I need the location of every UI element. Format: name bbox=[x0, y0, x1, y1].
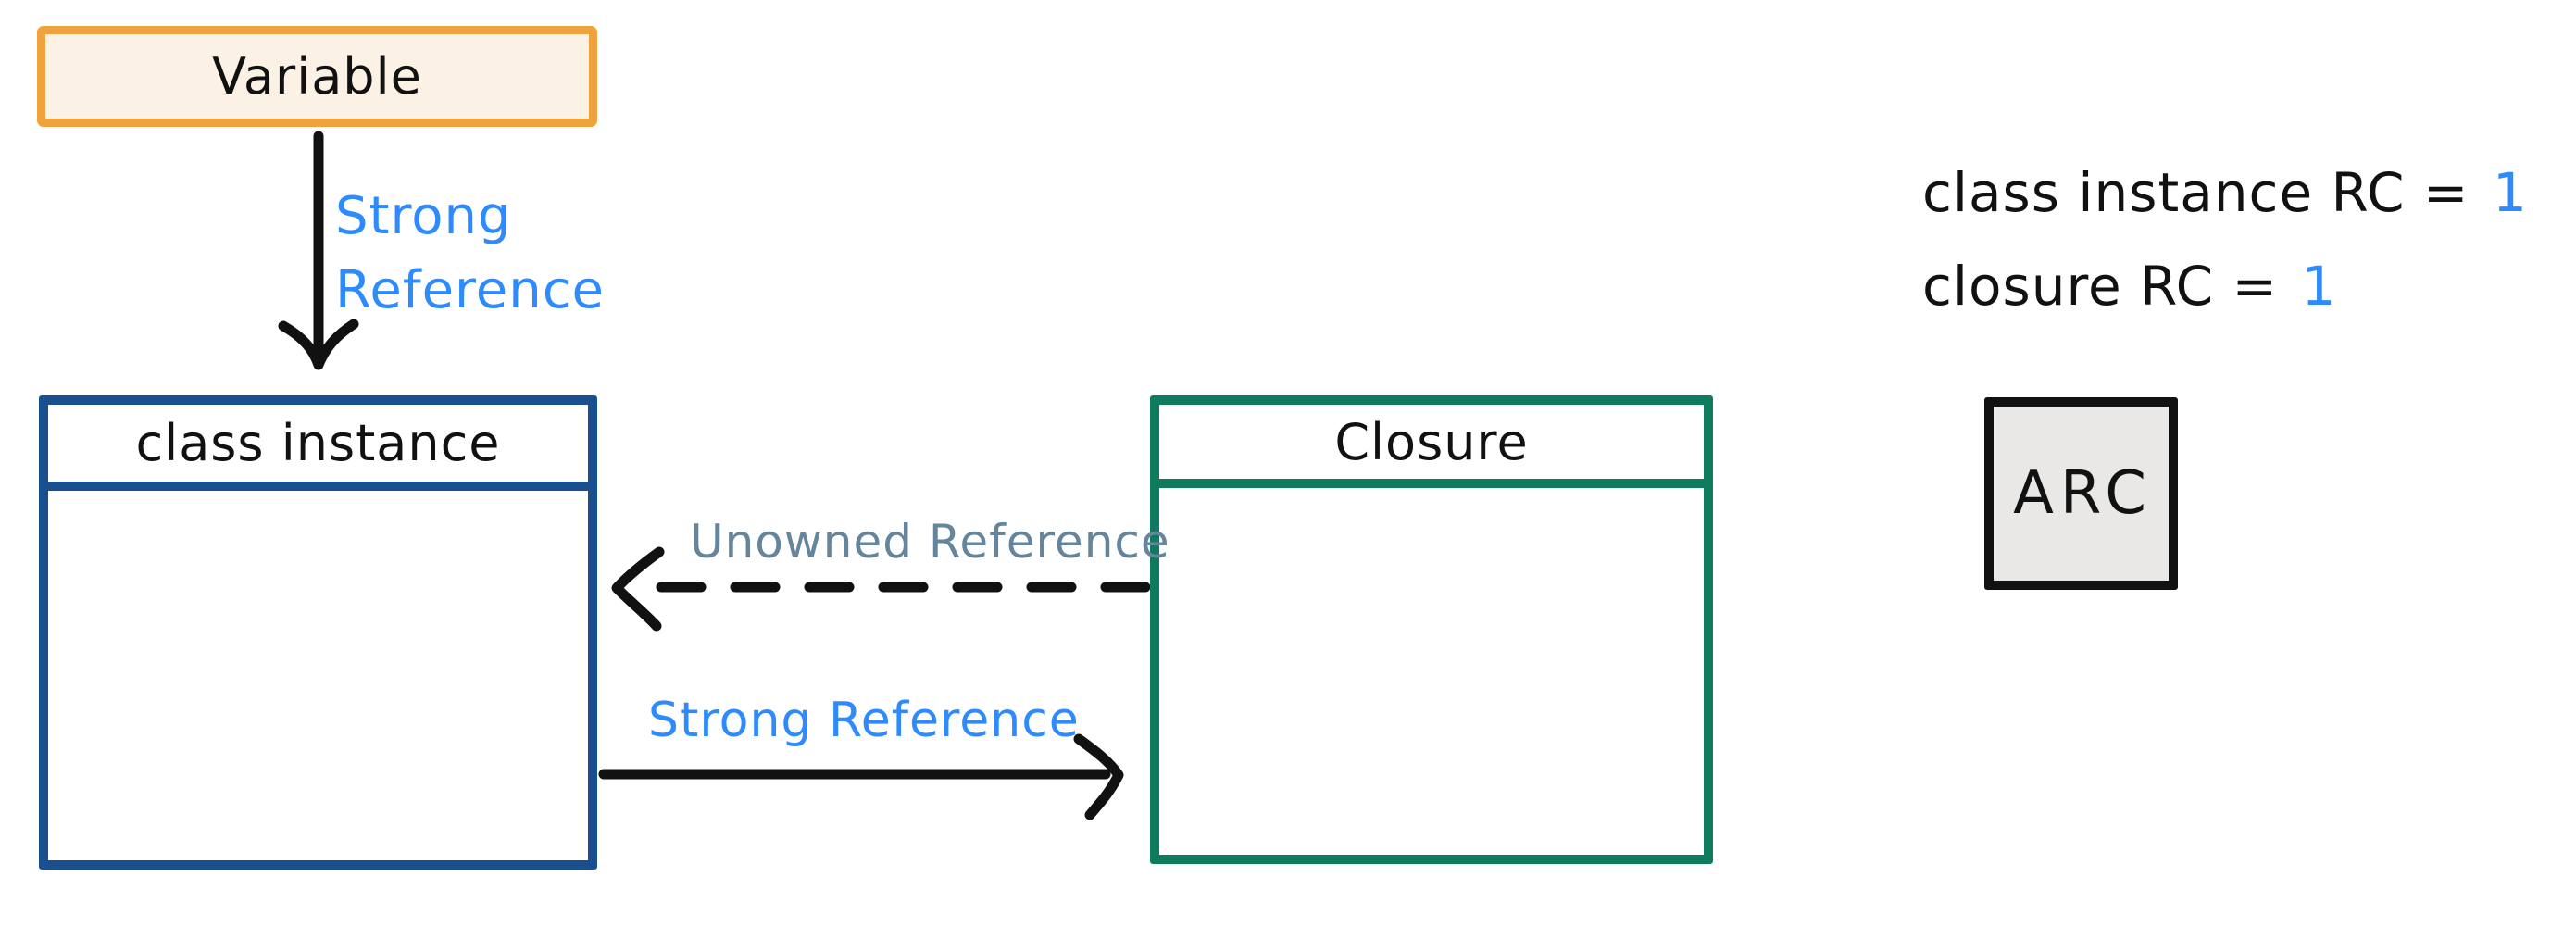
rc-class-instance-value: 1 bbox=[2492, 161, 2528, 224]
strong-reference-vertical-label-line2: Reference bbox=[335, 260, 605, 320]
strong-reference-vertical-label-line1: Strong bbox=[335, 186, 512, 246]
unowned-reference-label: Unowned Reference bbox=[690, 515, 1170, 569]
variable-box: Variable bbox=[37, 26, 597, 127]
closure-box: Closure bbox=[1150, 395, 1713, 864]
arc-label: ARC bbox=[2013, 459, 2153, 528]
arc-box: ARC bbox=[1984, 397, 2178, 590]
class-instance-label: class instance bbox=[135, 414, 501, 472]
strong-reference-arrow-horizontal bbox=[598, 733, 1124, 820]
rc-annotation: class instance RC = 1 closure RC = 1 bbox=[1922, 146, 2528, 333]
closure-label: Closure bbox=[1334, 412, 1529, 471]
variable-label: Variable bbox=[212, 47, 422, 106]
rc-closure-value: 1 bbox=[2301, 255, 2337, 318]
arrowhead-left-icon bbox=[611, 546, 665, 632]
arrowhead-right-icon bbox=[1073, 733, 1124, 820]
class-instance-header: class instance bbox=[48, 405, 588, 491]
class-instance-box: class instance bbox=[39, 395, 597, 870]
rc-closure-text: closure RC = bbox=[1922, 255, 2296, 318]
rc-annotation-line-closure: closure RC = 1 bbox=[1922, 240, 2528, 333]
strong-reference-horizontal-label: Strong Reference bbox=[648, 693, 1080, 748]
rc-annotation-line-class-instance: class instance RC = 1 bbox=[1922, 146, 2528, 240]
rc-class-instance-text: class instance RC = bbox=[1922, 161, 2487, 224]
closure-header: Closure bbox=[1159, 405, 1704, 488]
arrowhead-down-icon bbox=[278, 319, 359, 370]
strong-reference-vertical-label: Strong Reference bbox=[335, 180, 605, 328]
